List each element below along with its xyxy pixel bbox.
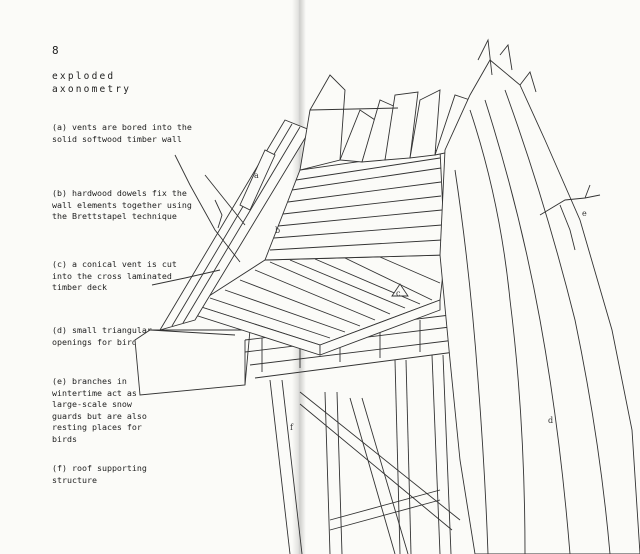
caption-b: (b) hardwood dowels fix the wall element… bbox=[52, 188, 192, 221]
page-number: 8 bbox=[52, 44, 59, 57]
marker-e: e bbox=[582, 209, 587, 218]
timber-deck bbox=[193, 254, 446, 356]
marker-c: c bbox=[396, 289, 401, 298]
title-line-1: exploded bbox=[52, 71, 116, 82]
rear-wall bbox=[264, 149, 446, 261]
caption-e: (e) branches in wintertime act as large-… bbox=[52, 376, 147, 444]
marker-a: a bbox=[254, 171, 259, 180]
marker-d: d bbox=[548, 416, 553, 425]
caption-f: (f) roof supporting structure bbox=[52, 463, 147, 485]
caption-a: (a) vents are bored into the solid softw… bbox=[52, 122, 192, 144]
title-line-2: axonometry bbox=[52, 84, 132, 95]
roof-support-posts bbox=[269, 354, 461, 554]
marker-f: f bbox=[290, 423, 294, 432]
ridge-blocks bbox=[299, 74, 471, 171]
caption-d: (d) small triangular openings for birds bbox=[52, 325, 152, 347]
section-title: exploded axonometry bbox=[52, 70, 131, 96]
branches bbox=[151, 154, 601, 286]
marker-b: b bbox=[275, 226, 280, 235]
caption-c: (c) a conical vent is cut into the cross… bbox=[52, 259, 177, 292]
right-log-slab bbox=[439, 38, 640, 554]
